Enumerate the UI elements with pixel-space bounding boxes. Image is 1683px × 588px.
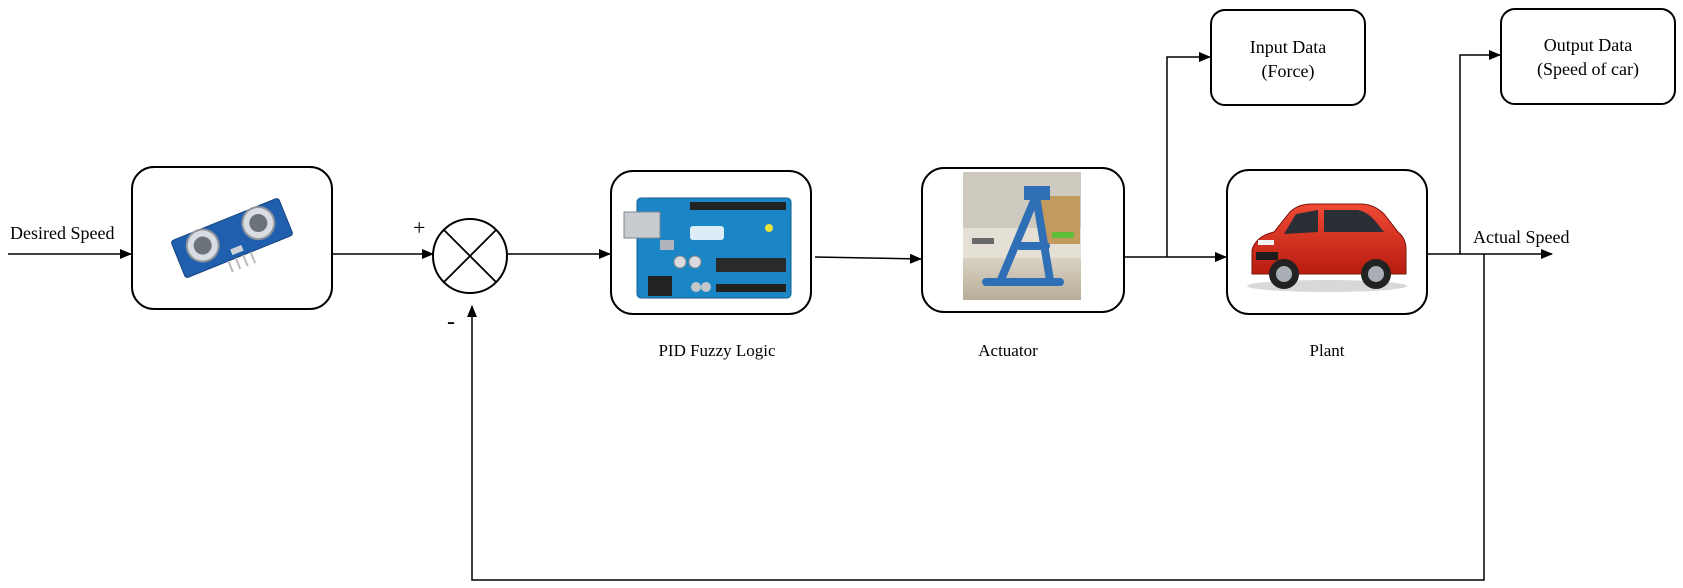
plant-block — [1226, 169, 1428, 315]
sensor-block — [131, 166, 333, 310]
summing-junction — [432, 218, 508, 294]
input-data-tap-arrow — [1166, 52, 1211, 257]
arduino-board-icon — [623, 197, 792, 299]
output-data-subtitle: (Speed of car) — [1537, 59, 1639, 80]
connections — [8, 50, 1553, 581]
input-data-box — [1210, 9, 1366, 106]
pid-to-actuator-arrow — [814, 253, 922, 264]
pid-block — [610, 170, 812, 315]
output-data-block: Output Data (Speed of car) — [1500, 8, 1676, 105]
feedback-loop-arrow — [467, 254, 1485, 581]
input-data-title: Input Data — [1250, 37, 1326, 57]
plant-label: Plant — [1310, 341, 1345, 360]
input-data-subtitle: (Force) — [1262, 61, 1315, 82]
ultrasonic-sensor-icon — [171, 198, 293, 278]
pid-label: PID Fuzzy Logic — [658, 341, 776, 360]
output-data-tap-arrow — [1459, 50, 1501, 254]
actuator-rig-icon — [963, 172, 1081, 300]
actuator-label: Actuator — [978, 341, 1038, 360]
desired-speed-label: Desired Speed — [10, 223, 114, 243]
actuator-block — [921, 167, 1125, 313]
plus-sign: + — [413, 215, 425, 240]
output-data-box — [1500, 8, 1676, 105]
car-icon — [1247, 203, 1407, 292]
actual-speed-label: Actual Speed — [1473, 227, 1569, 247]
input-data-block: Input Data (Force) — [1210, 9, 1366, 106]
output-data-title: Output Data — [1544, 35, 1632, 55]
minus-sign: - — [447, 309, 455, 335]
